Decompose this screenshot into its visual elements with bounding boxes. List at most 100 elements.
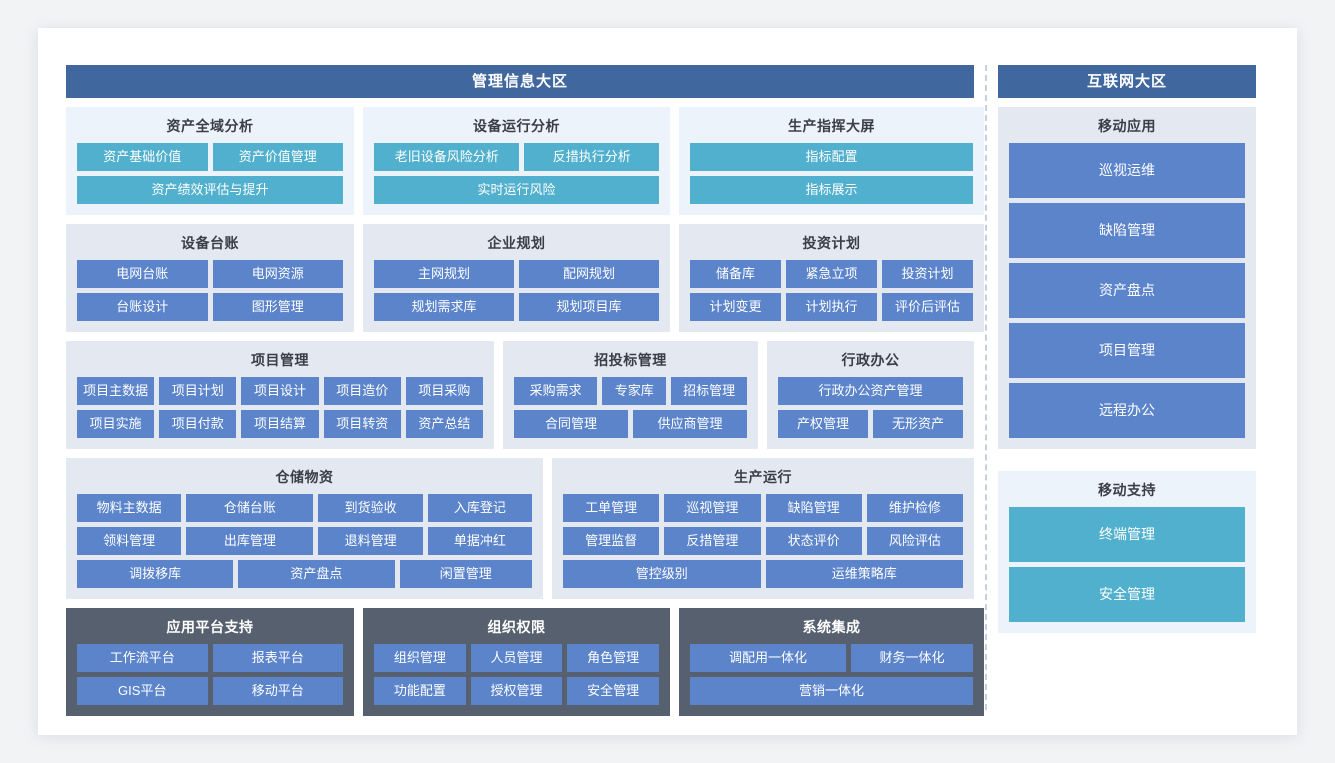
tile-organization-permission-0-2[interactable]: 角色管理 [567, 644, 660, 672]
tile-project-management-0-1[interactable]: 项目计划 [159, 377, 237, 405]
tile-organization-permission-0-0[interactable]: 组织管理 [374, 644, 466, 672]
tile-project-management-1-0[interactable]: 项目实施 [77, 410, 155, 438]
tile-warehouse-materials-0-3[interactable]: 入库登记 [427, 494, 532, 522]
tile-equipment-ledger-0-1[interactable]: 电网资源 [212, 260, 343, 288]
tile-investment-plan-0-1[interactable]: 紧急立项 [786, 260, 877, 288]
tile-application-platform-support-0-1[interactable]: 报表平台 [212, 644, 343, 672]
tile-warehouse-materials-0-0[interactable]: 物料主数据 [77, 494, 182, 522]
tile-investment-plan-1-2[interactable]: 评价后评估 [882, 293, 973, 321]
tile-system-integration-0-0[interactable]: 调配用一体化 [690, 644, 847, 672]
tile-production-operation-1-0[interactable]: 管理监督 [563, 527, 660, 555]
tile-organization-permission-1-0[interactable]: 功能配置 [374, 677, 466, 705]
tile-warehouse-materials-1-2[interactable]: 退料管理 [318, 527, 423, 555]
tile-warehouse-materials-2-2[interactable]: 闲置管理 [399, 560, 532, 588]
card-title: 投资计划 [802, 235, 861, 251]
card-row-row4: 仓储物资物料主数据仓储台账到货验收入库登记领料管理出库管理退料管理单据冲红调拨移… [66, 458, 974, 599]
tile-warehouse-materials-2-0[interactable]: 调拨移库 [77, 560, 234, 588]
tile-system-integration-0-1[interactable]: 财务一体化 [851, 644, 973, 672]
tile-administrative-office-1-1[interactable]: 无形资产 [873, 410, 963, 438]
internet-zone-column: 互联网大区 移动应用巡视运维缺陷管理资产盘点项目管理远程办公移动支持终端管理安全… [998, 65, 1256, 633]
card-title: 行政办公 [841, 352, 900, 368]
tile-project-management-0-2[interactable]: 项目设计 [241, 377, 319, 405]
card-production-command-screen: 生产指挥大屏指标配置指标展示 [679, 107, 984, 215]
card-enterprise-planning: 企业规划主网规划配网规划规划需求库规划项目库 [363, 224, 670, 332]
card-equipment-operation-analysis: 设备运行分析老旧设备风险分析反措执行分析实时运行风险 [363, 107, 670, 215]
tile-production-operation-0-2[interactable]: 缺陷管理 [765, 494, 862, 522]
tile-equipment-ledger-0-0[interactable]: 电网台账 [77, 260, 208, 288]
tile-investment-plan-1-1[interactable]: 计划执行 [786, 293, 877, 321]
tile-project-management-0-0[interactable]: 项目主数据 [77, 377, 155, 405]
card-organization-permission: 组织权限组织管理人员管理角色管理功能配置授权管理安全管理 [363, 608, 670, 716]
tile-organization-permission-0-1[interactable]: 人员管理 [470, 644, 563, 672]
tile-production-operation-1-1[interactable]: 反措管理 [664, 527, 761, 555]
tile-system-integration-1-0[interactable]: 营销一体化 [690, 677, 973, 705]
tile-bidding-management-0-1[interactable]: 专家库 [602, 377, 667, 405]
tile-mobile-application-1[interactable]: 缺陷管理 [1009, 203, 1245, 258]
tile-equipment-operation-analysis-0-1[interactable]: 反措执行分析 [524, 143, 659, 171]
tile-administrative-office-0-0[interactable]: 行政办公资产管理 [778, 377, 963, 405]
tile-equipment-ledger-1-1[interactable]: 图形管理 [212, 293, 343, 321]
tile-organization-permission-1-1[interactable]: 授权管理 [470, 677, 563, 705]
tile-row: 资产基础价值资产价值管理 [77, 143, 343, 171]
tile-project-management-1-3[interactable]: 项目转资 [323, 410, 401, 438]
tile-asset-global-analysis-0-0[interactable]: 资产基础价值 [77, 143, 208, 171]
tile-bidding-management-1-0[interactable]: 合同管理 [514, 410, 628, 438]
tile-production-command-screen-1-0[interactable]: 指标展示 [690, 176, 973, 204]
tile-application-platform-support-0-0[interactable]: 工作流平台 [77, 644, 208, 672]
tile-mobile-application-0[interactable]: 巡视运维 [1009, 143, 1245, 198]
tile-investment-plan-1-0[interactable]: 计划变更 [690, 293, 781, 321]
tile-equipment-operation-analysis-1-0[interactable]: 实时运行风险 [374, 176, 659, 204]
card-title: 应用平台支持 [166, 619, 254, 635]
tile-bidding-management-1-1[interactable]: 供应商管理 [633, 410, 747, 438]
tile-bidding-management-0-0[interactable]: 采购需求 [514, 377, 598, 405]
tile-enterprise-planning-1-0[interactable]: 规划需求库 [374, 293, 514, 321]
tile-production-operation-2-0[interactable]: 管控级别 [563, 560, 761, 588]
tile-bidding-management-0-2[interactable]: 招标管理 [671, 377, 747, 405]
tile-mobile-application-2[interactable]: 资产盘点 [1009, 263, 1245, 318]
tile-production-operation-0-1[interactable]: 巡视管理 [664, 494, 761, 522]
management-zone-rows: 资产全域分析资产基础价值资产价值管理资产绩效评估与提升设备运行分析老旧设备风险分… [66, 107, 984, 716]
tile-application-platform-support-1-1[interactable]: 移动平台 [212, 677, 343, 705]
tile-organization-permission-1-2[interactable]: 安全管理 [567, 677, 660, 705]
tile-mobile-application-3[interactable]: 项目管理 [1009, 323, 1245, 378]
tile-production-operation-1-3[interactable]: 风险评估 [866, 527, 963, 555]
tile-production-operation-0-3[interactable]: 维护检修 [866, 494, 963, 522]
tile-row: 功能配置授权管理安全管理 [374, 677, 660, 705]
card-title: 移动应用 [1098, 118, 1156, 134]
tile-warehouse-materials-0-2[interactable]: 到货验收 [318, 494, 423, 522]
tile-warehouse-materials-2-1[interactable]: 资产盘点 [238, 560, 395, 588]
tile-administrative-office-1-0[interactable]: 产权管理 [778, 410, 868, 438]
card-title: 企业规划 [487, 235, 546, 251]
tile-asset-global-analysis-1-0[interactable]: 资产绩效评估与提升 [77, 176, 343, 204]
tile-warehouse-materials-0-1[interactable]: 仓储台账 [186, 494, 314, 522]
tile-row: 行政办公资产管理 [778, 377, 963, 405]
tile-project-management-0-3[interactable]: 项目造价 [323, 377, 401, 405]
tile-application-platform-support-1-0[interactable]: GIS平台 [77, 677, 208, 705]
tile-enterprise-planning-1-1[interactable]: 规划项目库 [519, 293, 659, 321]
tile-project-management-1-4[interactable]: 资产总结 [405, 410, 484, 438]
tile-enterprise-planning-0-0[interactable]: 主网规划 [374, 260, 514, 288]
tile-enterprise-planning-0-1[interactable]: 配网规划 [519, 260, 659, 288]
card-title: 设备运行分析 [473, 118, 560, 134]
tile-mobile-application-4[interactable]: 远程办公 [1009, 383, 1245, 438]
tile-investment-plan-0-2[interactable]: 投资计划 [882, 260, 973, 288]
tile-production-operation-1-2[interactable]: 状态评价 [765, 527, 862, 555]
tile-project-management-1-1[interactable]: 项目付款 [159, 410, 237, 438]
tile-equipment-operation-analysis-0-0[interactable]: 老旧设备风险分析 [374, 143, 520, 171]
tile-project-management-0-4[interactable]: 项目采购 [405, 377, 484, 405]
tile-production-operation-2-1[interactable]: 运维策略库 [765, 560, 963, 588]
tile-production-command-screen-0-0[interactable]: 指标配置 [690, 143, 973, 171]
tile-equipment-ledger-1-0[interactable]: 台账设计 [77, 293, 208, 321]
tile-project-management-1-2[interactable]: 项目结算 [241, 410, 319, 438]
tile-mobile-support-0[interactable]: 终端管理 [1009, 507, 1245, 562]
tile-asset-global-analysis-0-1[interactable]: 资产价值管理 [212, 143, 343, 171]
tile-mobile-support-1[interactable]: 安全管理 [1009, 567, 1245, 622]
tile-investment-plan-0-0[interactable]: 储备库 [690, 260, 781, 288]
tile-warehouse-materials-1-1[interactable]: 出库管理 [186, 527, 314, 555]
tile-warehouse-materials-1-3[interactable]: 单据冲红 [427, 527, 532, 555]
tile-production-operation-0-0[interactable]: 工单管理 [563, 494, 660, 522]
internet-zone-cards: 移动应用巡视运维缺陷管理资产盘点项目管理远程办公移动支持终端管理安全管理 [998, 107, 1256, 633]
tile-warehouse-materials-1-0[interactable]: 领料管理 [77, 527, 182, 555]
